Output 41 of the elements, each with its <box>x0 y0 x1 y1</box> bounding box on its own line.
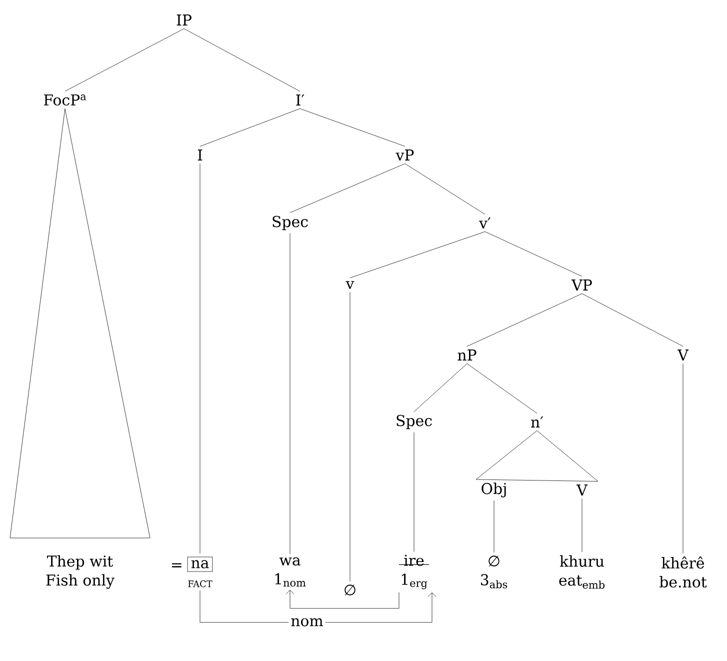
leaf-word: khêrê be.not <box>660 556 707 588</box>
tree-label: n′ <box>531 416 544 428</box>
leaf-word: na FACT <box>187 556 213 588</box>
leaf-word: Thep wit Fish only <box>46 555 114 589</box>
roof-triangle <box>476 430 598 482</box>
leaf-word: ∅ 3$_{abs}$ <box>481 556 508 588</box>
branch-line <box>184 28 300 92</box>
tree-label: I <box>198 150 202 160</box>
leaf-word: khuru eat$_{emb}$ <box>559 555 604 589</box>
leaf-word: wa 1$_{nom}$ <box>275 557 306 587</box>
branch-line <box>414 363 468 412</box>
tree-label: V <box>677 350 689 360</box>
tree-label: VP <box>571 280 592 290</box>
roof-triangle <box>10 108 150 538</box>
tree-label: vP <box>396 150 414 160</box>
branch-line <box>466 293 582 347</box>
leaf-word: ire 1$_{erg}$ <box>402 554 428 590</box>
branch-line <box>290 163 406 213</box>
tree-label: IP <box>176 14 192 26</box>
branch-line <box>466 363 538 414</box>
branch-line <box>404 163 486 215</box>
arrow <box>286 590 400 609</box>
branch-line <box>300 108 406 147</box>
tree-label: v <box>346 281 354 289</box>
edge-label: nom <box>288 616 326 628</box>
branch-line <box>582 293 684 347</box>
leaf-word: ∅ <box>344 584 356 596</box>
tree-label: FocP$^{a}$ <box>44 94 86 106</box>
clitic-sign: = <box>172 563 182 568</box>
branch-line <box>350 231 486 278</box>
branch-line <box>682 363 684 554</box>
tree-label: Spec <box>396 414 432 430</box>
tree-label: Spec <box>272 216 308 230</box>
tree-label: v′ <box>479 218 491 228</box>
tree-label: Obj <box>482 482 506 498</box>
tree-label: nP <box>458 350 476 360</box>
branch-line <box>200 108 300 147</box>
branch-line <box>484 231 582 277</box>
tree-label: I′ <box>296 94 304 106</box>
tree-label: V <box>576 484 588 496</box>
branch-line <box>64 28 184 92</box>
